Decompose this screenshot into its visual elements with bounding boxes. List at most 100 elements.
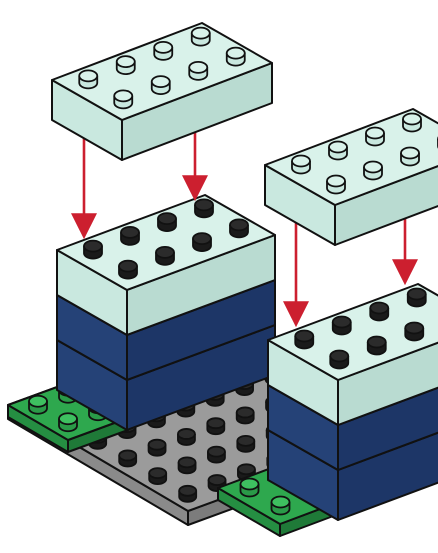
stud-top: [153, 40, 174, 54]
stud: [120, 225, 140, 246]
floating-brick-right-studs: [291, 112, 438, 195]
stud-top: [365, 126, 385, 140]
floating-brick-left-studs: [78, 26, 246, 110]
stud-top: [206, 417, 226, 430]
stud-top: [329, 349, 350, 363]
stud: [147, 438, 167, 457]
stud: [235, 406, 255, 425]
stud: [157, 212, 177, 233]
stud: [328, 140, 348, 161]
stud: [331, 315, 352, 336]
right-tower-brick-top: [267, 283, 438, 426]
stud-top: [177, 428, 196, 440]
stud-top: [366, 335, 387, 349]
stud: [326, 174, 346, 195]
stud-top: [83, 239, 103, 253]
stud-top: [178, 484, 198, 497]
floating-brick-left-top-face: [51, 22, 273, 121]
stud-top: [239, 477, 260, 491]
stud-top: [270, 495, 291, 509]
stud-top: [236, 434, 256, 447]
stud-top: [328, 140, 348, 154]
stud: [28, 394, 48, 415]
right-tower-brick-middle-right-face: [337, 386, 438, 471]
stud-top: [147, 438, 167, 451]
left-tower-brick-top-top-face: [56, 194, 276, 291]
stud: [58, 412, 78, 433]
stud-top: [118, 449, 138, 462]
right-tower-brick-bottom-right-face: [337, 431, 438, 521]
stud-top: [207, 445, 226, 458]
stud-top: [400, 146, 420, 160]
stud: [270, 495, 291, 516]
stud: [83, 239, 103, 260]
stud: [177, 428, 196, 446]
stud: [404, 321, 425, 342]
stud-top: [177, 456, 197, 469]
stud: [291, 154, 311, 175]
stud-top: [406, 287, 427, 301]
stud-top: [404, 321, 425, 335]
stud: [406, 287, 427, 308]
stud: [118, 259, 138, 280]
stud: [115, 55, 136, 76]
stud: [366, 335, 387, 356]
stud: [78, 69, 99, 90]
stud: [229, 218, 249, 239]
stud-top: [225, 46, 246, 60]
right-tower-brick-top-right-face: [337, 341, 438, 426]
stud: [150, 75, 171, 96]
stud: [194, 198, 214, 219]
stud: [294, 329, 315, 350]
stud: [206, 417, 226, 436]
stud: [207, 474, 227, 492]
stud-top: [326, 174, 346, 188]
right-tower-studs: [294, 287, 427, 370]
stud: [400, 146, 420, 167]
stud-top: [369, 301, 390, 315]
stud-top: [155, 245, 175, 259]
stud: [236, 434, 256, 453]
stud: [363, 160, 383, 181]
stud: [239, 477, 260, 498]
stud: [155, 245, 175, 266]
stud: [177, 456, 197, 475]
stud: [118, 449, 138, 468]
stud-top: [229, 218, 249, 232]
stud-top: [402, 112, 422, 126]
stud: [148, 467, 168, 485]
stud-top: [157, 212, 177, 226]
left-tower-brick-top: [56, 194, 276, 336]
stud-top: [188, 60, 209, 74]
stud: [178, 484, 198, 503]
stud-top: [194, 198, 214, 212]
stud-top: [148, 467, 168, 480]
stud-top: [115, 55, 136, 69]
stud: [113, 89, 134, 110]
stud-top: [294, 329, 315, 343]
stud-top: [150, 75, 171, 89]
stud-top: [192, 232, 212, 246]
stud: [329, 349, 350, 370]
stud-top: [190, 26, 211, 40]
stud: [225, 46, 246, 67]
floating-brick-right-top-face: [264, 108, 438, 206]
stud-top: [118, 259, 138, 273]
stud: [190, 26, 211, 47]
stud: [365, 126, 385, 147]
stud-top: [120, 225, 140, 239]
stud-top: [207, 474, 227, 486]
stud-top: [58, 412, 78, 426]
stud: [402, 112, 422, 133]
stud: [188, 60, 209, 81]
left-tower-studs: [83, 198, 249, 280]
stud-top: [235, 406, 255, 419]
stud: [207, 445, 226, 464]
floating-brick-left: [51, 22, 273, 161]
stud: [192, 232, 212, 253]
stud-top: [331, 315, 352, 329]
stud-top: [291, 154, 311, 168]
floating-brick-right: [264, 108, 438, 246]
